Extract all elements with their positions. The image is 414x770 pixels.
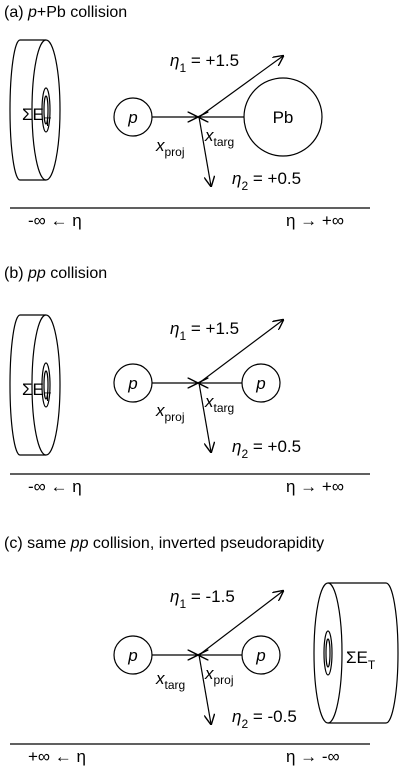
x-targ-label-c: xtarg (155, 669, 185, 692)
eta2-label-c: η2 = -0.5 (232, 707, 297, 731)
projectile-label-c: p (127, 646, 137, 665)
panel-a-caption: (a) p+Pb collision (4, 4, 127, 21)
panel-a: (a) p+Pb collision ΣET p Pb xproj xtarg … (4, 4, 370, 230)
calorimeter-b: ΣET (9, 314, 61, 456)
sum-et-label-c: ΣET (346, 648, 376, 672)
target-label-b: p (255, 374, 265, 393)
projectile-label-a: p (127, 108, 137, 127)
target-label-a: Pb (273, 108, 294, 127)
calorimeter-c: ΣET (313, 582, 399, 724)
target-label-c: p (255, 646, 265, 665)
sum-et-label-b: ΣET (22, 380, 52, 404)
axis-left-a: -∞ ← η (28, 211, 82, 230)
panel-b-caption: (b) pp collision (4, 265, 107, 282)
eta2-label-a: η2 = +0.5 (232, 169, 301, 193)
axis-right-b: η → +∞ (286, 477, 344, 496)
panel-c-caption: (c) same pp collision, inverted pseudora… (4, 535, 324, 552)
x-targ-label-a: xtarg (204, 126, 234, 149)
x-proj-label-b: xproj (155, 401, 185, 424)
x-proj-label-c: xproj (204, 664, 234, 687)
axis-left-b: -∞ ← η (28, 477, 82, 496)
x-targ-label-b: xtarg (204, 392, 234, 415)
axis-right-c: η → -∞ (286, 747, 340, 766)
panel-b: (b) pp collision ΣET p p xproj xtarg η1 … (4, 265, 370, 496)
panel-c: (c) same pp collision, inverted pseudora… (4, 535, 399, 766)
eta1-label-a: η1 = +1.5 (170, 51, 239, 75)
eta1-label-c: η1 = -1.5 (170, 587, 235, 611)
axis-right-a: η → +∞ (286, 211, 344, 230)
axis-left-c: +∞ ← η (28, 747, 86, 766)
projectile-label-b: p (127, 374, 137, 393)
calorimeter-a: ΣET (9, 39, 61, 181)
x-proj-label-a: xproj (155, 136, 185, 159)
sum-et-label-a: ΣET (22, 105, 52, 129)
eta1-label-b: η1 = +1.5 (170, 319, 239, 343)
eta2-label-b: η2 = +0.5 (232, 437, 301, 461)
